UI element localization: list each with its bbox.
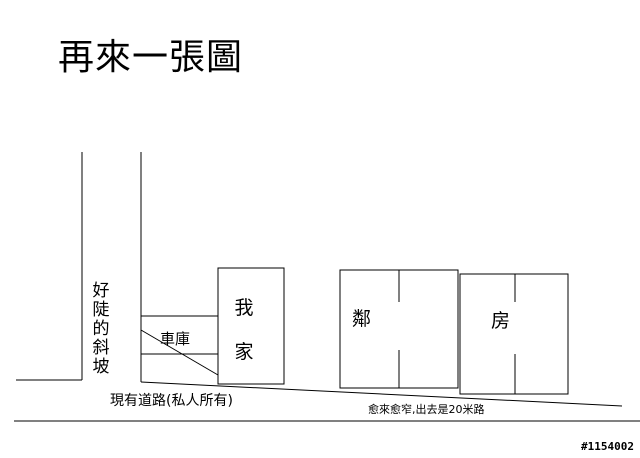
neighbor-label-left: 鄰 [352,308,372,330]
slope-label: 好陡的斜坡 [92,281,110,377]
neighbor-house-2 [459,273,569,395]
my-home-outline [217,267,285,385]
my-home-label: 我家 [234,297,254,363]
garage-diagonal [140,329,219,376]
narrowing-note: 愈來愈窄,出去是20米路 [368,403,485,416]
neighbor-label-right: 房 [491,310,511,332]
garage-label: 車庫 [160,330,191,348]
existing-road-label: 現有道路(私人所有) [110,393,233,409]
road-upper-edge [140,381,623,407]
page-title: 再來一張圖 [58,37,244,78]
watermark: #1154002 [581,440,634,453]
